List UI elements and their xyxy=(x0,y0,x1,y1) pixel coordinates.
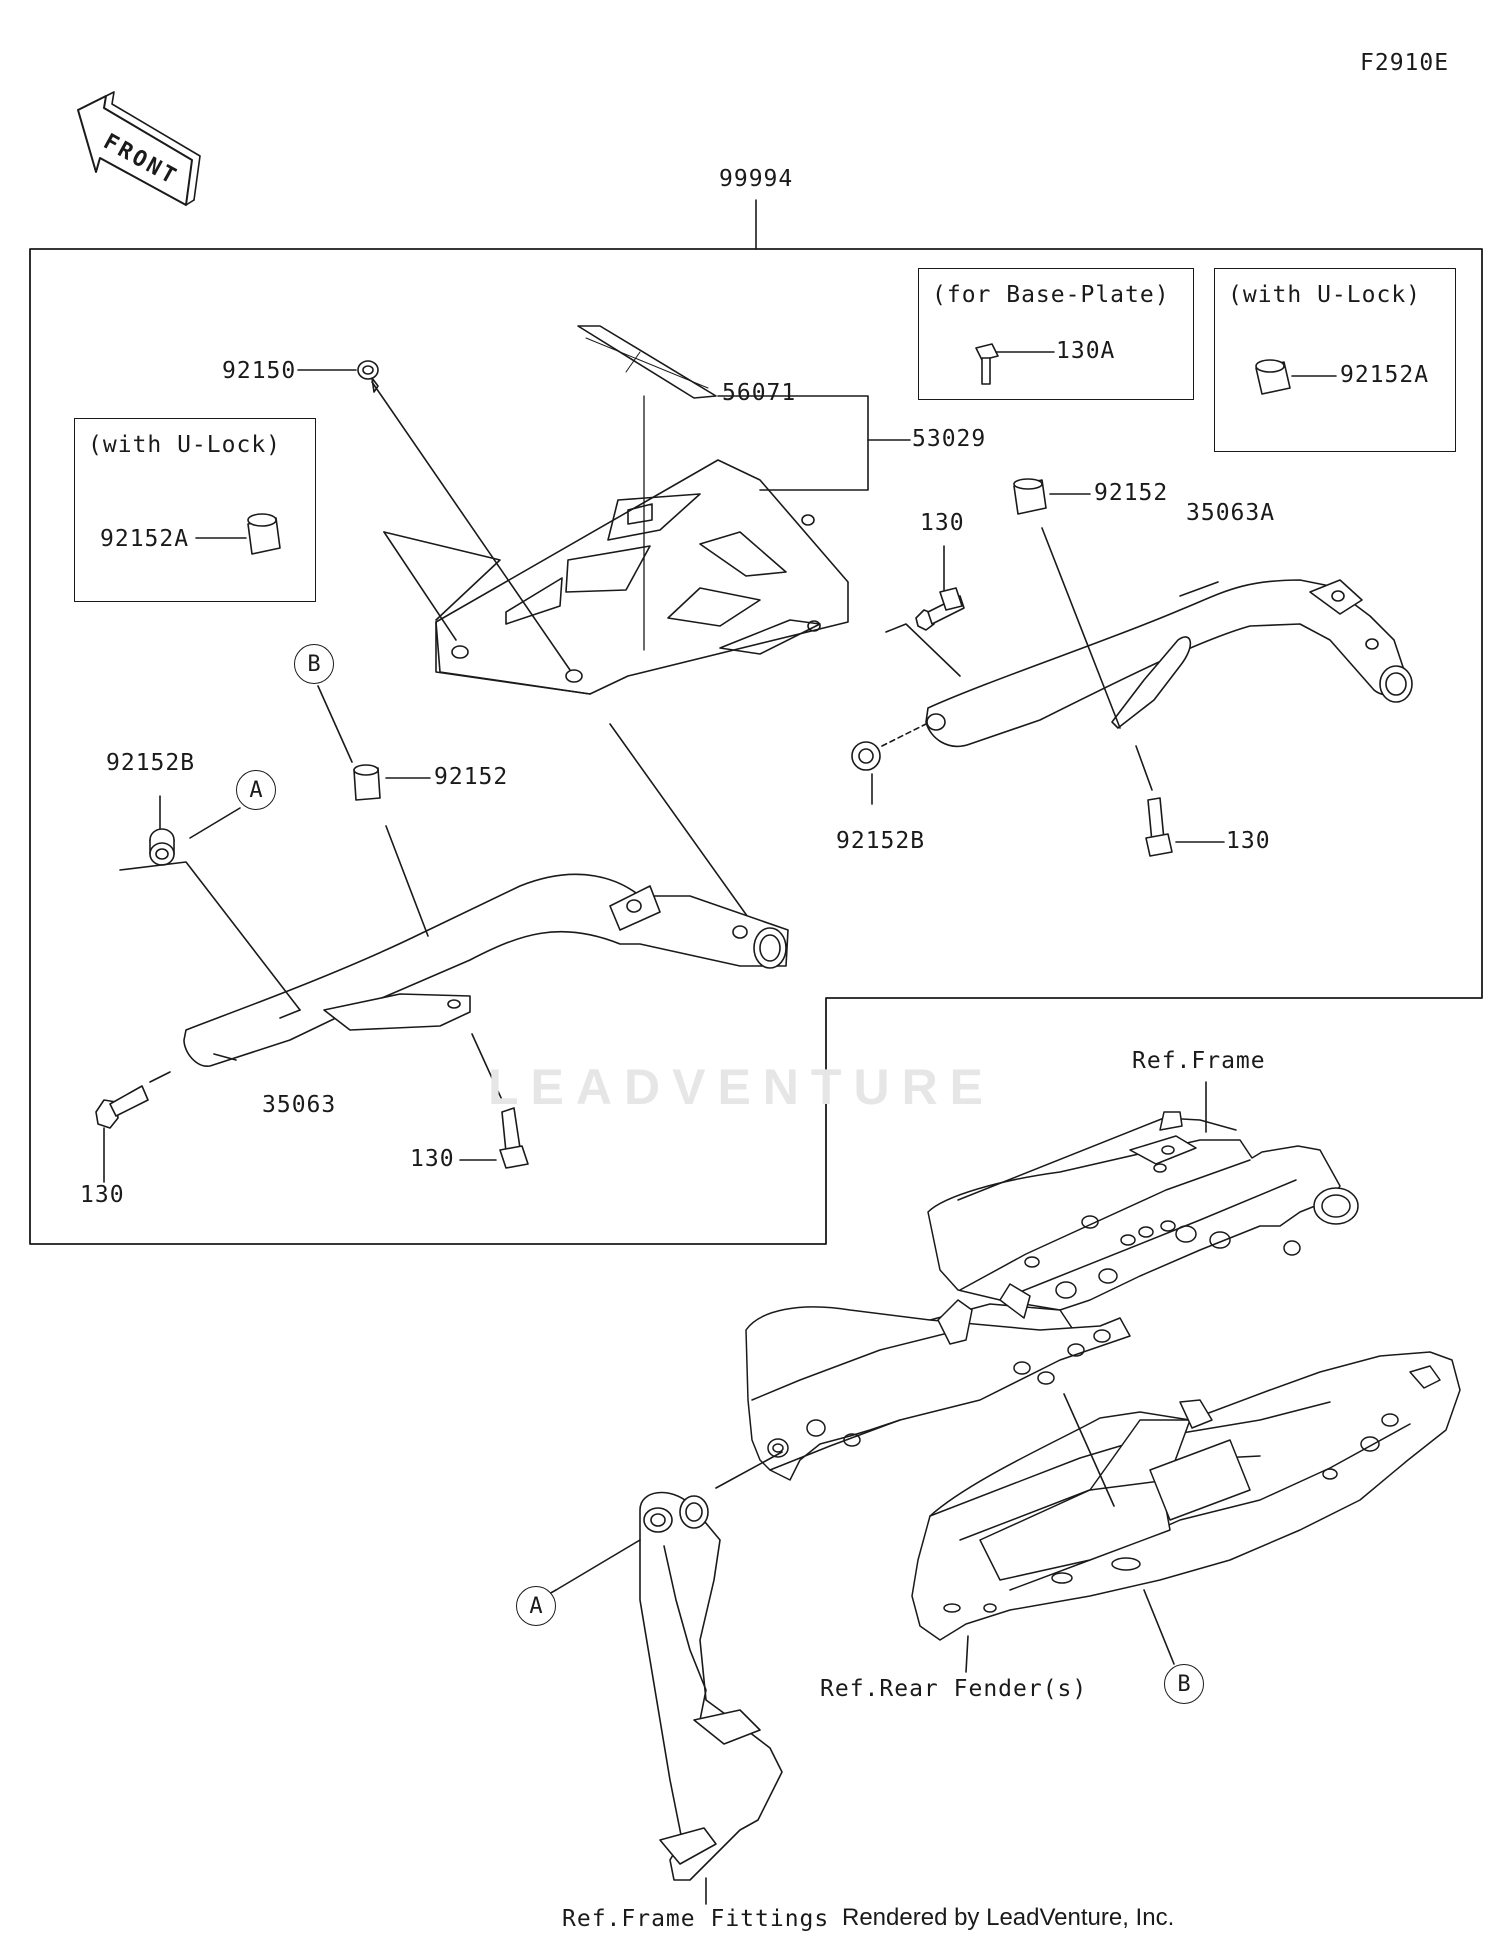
ulock-right-box xyxy=(1214,268,1456,452)
ref-frame-fittings-drawing xyxy=(639,1491,783,1905)
ref-frame-fittings-label: Ref.Frame Fittings xyxy=(562,1906,830,1932)
part-92152B-right[interactable]: 92152B xyxy=(836,828,926,854)
ulock-left-box-title: (with U-Lock) xyxy=(88,432,282,458)
front-arrow-icon xyxy=(77,91,201,206)
part-35063A[interactable]: 35063A xyxy=(1186,500,1276,526)
base-plate-box-title: (for Base-Plate) xyxy=(932,282,1170,308)
bolt-130-top xyxy=(885,545,965,677)
part-92152A-left[interactable]: 92152A xyxy=(100,526,190,552)
ref-frame-drawing xyxy=(745,1111,1359,1481)
part-92152A-right[interactable]: 92152A xyxy=(1340,362,1430,388)
kit-outline xyxy=(29,248,1483,1245)
part-53029[interactable]: 53029 xyxy=(912,426,987,452)
ref-frame-label: Ref.Frame xyxy=(1132,1048,1266,1074)
diagram-code: F2910E xyxy=(1360,50,1450,76)
part-92152-left[interactable]: 92152 xyxy=(434,764,509,790)
marker-a-top: A xyxy=(236,770,276,810)
bolt-130-left xyxy=(95,1071,171,1183)
footer-credit: Rendered by LeadVenture, Inc. xyxy=(842,1904,1175,1931)
marker-b-bottom: B xyxy=(1164,1664,1204,1704)
label-56071 xyxy=(577,325,717,399)
part-130-top[interactable]: 130 xyxy=(920,510,965,536)
base-plate-53029 xyxy=(435,459,849,695)
ulock-right-box-title: (with U-Lock) xyxy=(1228,282,1422,308)
ref-rear-fender-label: Ref.Rear Fender(s) xyxy=(820,1676,1088,1702)
bar-35063 xyxy=(183,873,789,1067)
part-130-left[interactable]: 130 xyxy=(80,1182,125,1208)
part-130A[interactable]: 130A xyxy=(1056,338,1116,364)
part-56071[interactable]: 56071 xyxy=(722,380,797,406)
part-130-right[interactable]: 130 xyxy=(1226,828,1271,854)
marker-b-top: B xyxy=(294,644,334,684)
front-arrow-label: FRONT xyxy=(99,129,182,190)
bar-35063A xyxy=(925,579,1413,747)
part-92152B-left[interactable]: 92152B xyxy=(106,750,196,776)
part-35063[interactable]: 35063 xyxy=(262,1092,337,1118)
kit-part-number: 99994 xyxy=(719,166,794,192)
ref-rear-fender-drawing xyxy=(911,1351,1461,1641)
part-130-mid[interactable]: 130 xyxy=(410,1146,455,1172)
bolt-130A xyxy=(975,343,1055,385)
ulock-left-box xyxy=(74,418,316,602)
part-92150[interactable]: 92150 xyxy=(222,358,297,384)
watermark: LEADVENTURE xyxy=(488,1059,996,1115)
base-plate-box xyxy=(918,268,1194,400)
bolt-130-mid xyxy=(459,1033,529,1169)
part-92152-right[interactable]: 92152 xyxy=(1094,480,1169,506)
bolt-130-right xyxy=(1135,745,1225,857)
marker-a-bottom: A xyxy=(516,1586,556,1626)
